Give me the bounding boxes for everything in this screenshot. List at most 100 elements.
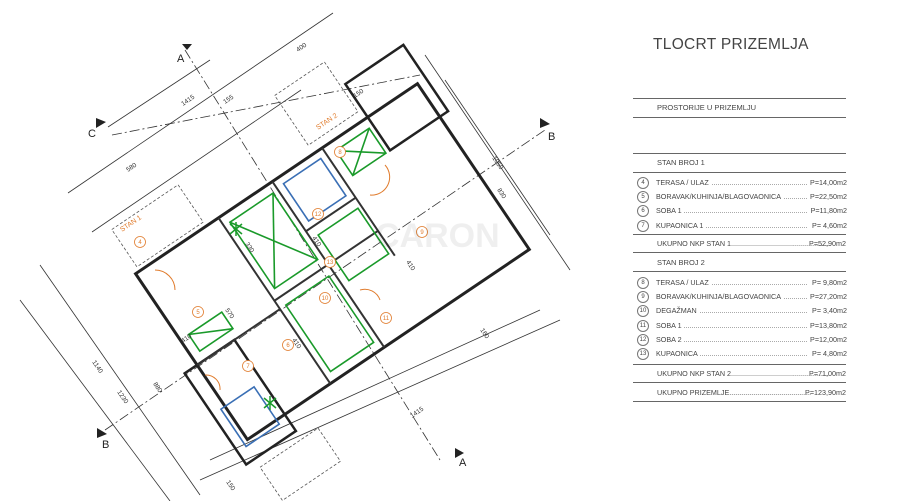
room-row: 13 KUPAONICA P= 4,80m2 <box>637 348 847 360</box>
section-markers: A A B B C <box>88 53 555 469</box>
dimension-label: 830 <box>495 187 507 200</box>
room-number-marker: 10 <box>319 292 331 304</box>
room-number-badge: 9 <box>637 291 649 304</box>
room-legend: TLOCRT PRIZEMLJA PROSTORIJE U PRIZEMLJU … <box>630 0 860 501</box>
leader-dots <box>656 284 807 285</box>
dimension-label: 1140 <box>90 359 104 375</box>
floor-plan-drawing: A A B B C STAN 2 STAN 1 4 5 6 7 8 9 10 11 12 13 4… <box>19 12 571 501</box>
divider <box>633 252 846 253</box>
room-area: P=27,20m2 <box>808 292 847 302</box>
dimension-label: 160 <box>478 327 490 340</box>
bedroom-outlines <box>187 127 390 373</box>
room-area: P= 4,80m2 <box>810 349 847 358</box>
room-name: SOBA 2 <box>656 334 684 344</box>
room-number-marker: 4 <box>134 236 146 248</box>
room-name: KUPAONICA 1 <box>656 220 706 230</box>
room-area: P=12,00m2 <box>808 334 847 344</box>
grand-total-area: P=123,90m2 <box>805 388 846 397</box>
divider <box>633 98 846 99</box>
room-number-badge: 10 <box>637 305 649 318</box>
room-name: BORAVAK/KUHINJA/BLAGOVAONICA <box>656 292 784 302</box>
room-name: TERASA / ULAZ <box>656 278 711 287</box>
dimension-label: 150 <box>352 88 365 100</box>
divider <box>633 401 846 402</box>
stan-1-total-area: P=52,90m2 <box>809 239 846 248</box>
room-area: P=11,80m2 <box>808 206 847 216</box>
room-name: BORAVAK/KUHINJA/BLAGOVAONICA <box>656 192 784 202</box>
room-number-badge: 13 <box>637 348 649 360</box>
stan-2-total: UKUPNO NKP STAN 2.......................… <box>657 369 846 378</box>
building <box>111 43 532 501</box>
room-area: P=14,00m2 <box>808 178 847 187</box>
room-number-badge: 8 <box>637 277 649 289</box>
divider <box>633 153 846 154</box>
entrance-markers <box>229 222 277 410</box>
dimension-label: 150 <box>224 479 236 492</box>
door-swings <box>154 164 391 391</box>
stan-2-total-label: UKUPNO NKP STAN 2 <box>657 369 732 378</box>
room-number-text: 10 <box>322 296 329 302</box>
room-number-text: 7 <box>246 364 250 370</box>
divider <box>633 364 846 365</box>
divider <box>633 117 846 118</box>
apartment-label-stan-1: STAN 1 <box>119 214 143 233</box>
room-area: P= 4,60m2 <box>810 220 847 230</box>
section-marker-c: C <box>88 128 96 140</box>
divider <box>633 234 846 235</box>
stan-1-total-label: UKUPNO NKP STAN 1 <box>657 239 732 248</box>
room-number-marker: 13 <box>324 256 336 268</box>
plan-title: TLOCRT PRIZEMLJA <box>653 36 809 53</box>
room-area: P= 3,40m2 <box>810 306 847 316</box>
room-area: P=13,80m2 <box>808 320 847 330</box>
leader-dots <box>656 184 807 185</box>
section-arrows <box>96 44 550 458</box>
room-number-marker: 5 <box>192 306 204 318</box>
dimension-label: 1230 <box>115 389 129 405</box>
dimension-label: 410 <box>404 259 416 272</box>
room-row: 12 SOBA 2 P=12,00m2 <box>637 333 847 346</box>
leader-dots <box>656 312 807 314</box>
room-number-text: 11 <box>383 316 390 322</box>
leader-dots <box>656 226 807 228</box>
room-number-text: 12 <box>315 212 322 218</box>
leader-dots <box>656 326 807 328</box>
legend-header: PROSTORIJE U PRIZEMLJU <box>657 103 757 112</box>
watermark: CARON <box>375 217 500 255</box>
dimension-lines <box>19 12 571 501</box>
dimension-label: 400 <box>295 42 308 54</box>
dimension-label: 155 <box>222 94 235 106</box>
dimension-label: 330 <box>243 241 255 254</box>
stan-2-total-area: P=71,00m2 <box>809 369 846 378</box>
grand-total: UKUPNO PRIZEMLJE........................… <box>657 388 846 397</box>
section-marker-a-bottom: A <box>459 457 467 469</box>
stan-1-total: UKUPNO NKP STAN 1.......................… <box>657 239 846 248</box>
room-number-text: 8 <box>338 150 342 156</box>
room-name: TERASA / ULAZ <box>656 178 711 187</box>
leader-dots <box>656 355 807 356</box>
room-name: KUPAONICA <box>656 349 700 358</box>
apartment-label-stan-2: STAN 2 <box>315 112 339 131</box>
stan-2-heading: STAN BROJ 2 <box>657 258 705 267</box>
room-number-badge: 4 <box>637 177 649 189</box>
room-number-marker: 11 <box>380 312 392 324</box>
dimension-label: 1415 <box>409 406 425 420</box>
room-area: P=22,50m2 <box>808 192 847 202</box>
grand-total-label: UKUPNO PRIZEMLJE <box>657 388 730 397</box>
room-number-marker: 7 <box>242 360 254 372</box>
room-row: 4 TERASA / ULAZ P=14,00m2 <box>637 177 847 189</box>
room-number-badge: 6 <box>637 205 649 218</box>
section-marker-a-top: A <box>177 53 185 65</box>
room-number-text: 4 <box>138 240 142 246</box>
room-number-badge: 11 <box>637 319 649 332</box>
room-number-badge: 12 <box>637 333 649 346</box>
room-number-text: 13 <box>327 260 334 266</box>
room-number-marker: 9 <box>416 226 428 238</box>
room-number-marker: 6 <box>282 339 294 351</box>
